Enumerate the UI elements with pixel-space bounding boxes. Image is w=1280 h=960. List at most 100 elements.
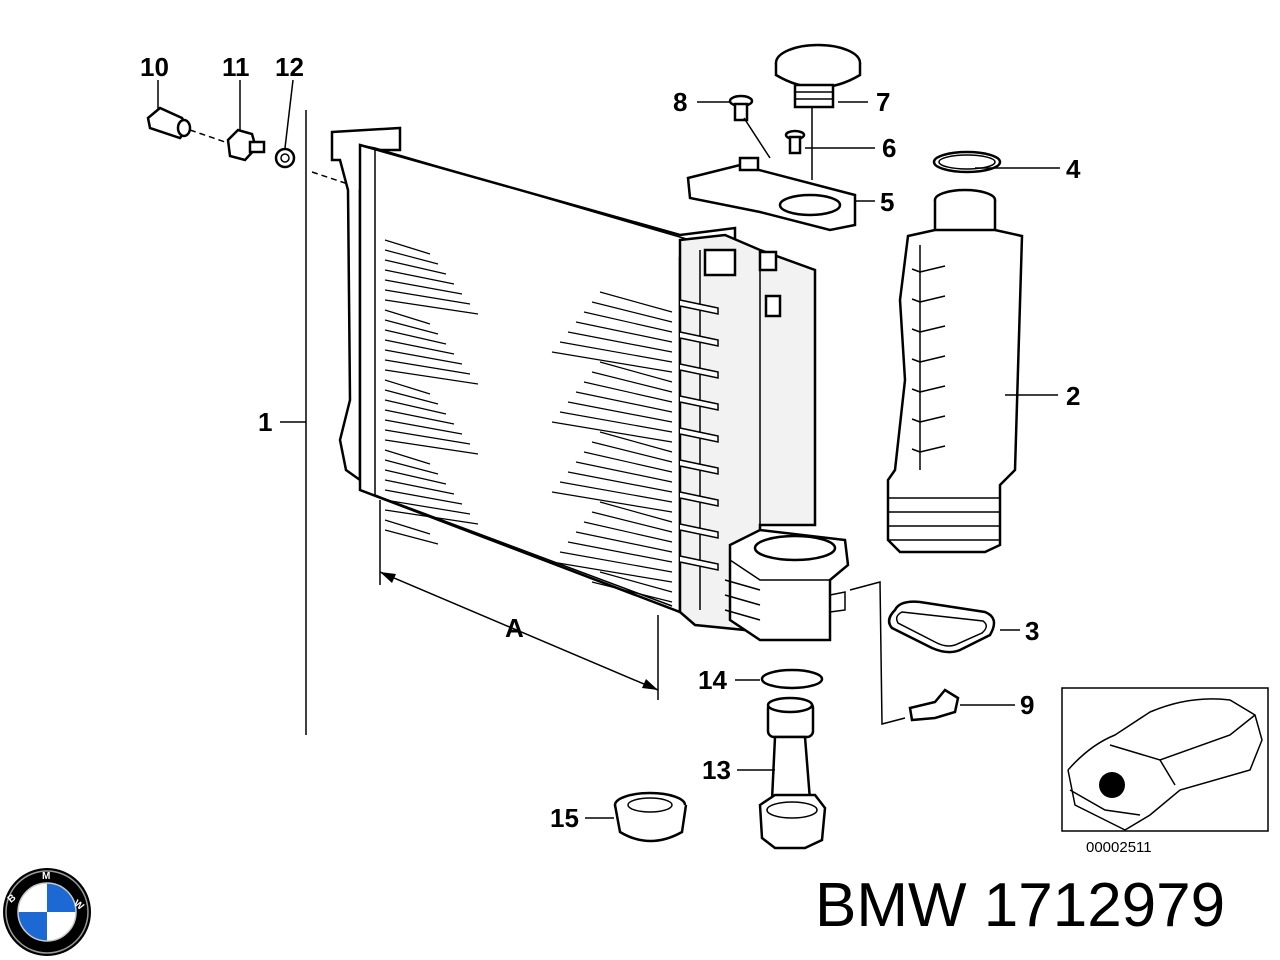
callout-14: 14	[698, 665, 727, 695]
screw-8-drawing	[728, 94, 754, 122]
fin-line	[551, 351, 673, 373]
expansion-tank-rib	[911, 265, 946, 273]
fin-line	[384, 279, 463, 295]
fin-line	[384, 459, 439, 475]
callout-10: 10	[140, 52, 169, 82]
fin-line	[591, 301, 673, 323]
fin-line	[384, 419, 463, 435]
fin-line	[384, 259, 447, 275]
callout-15: 15	[550, 803, 579, 833]
fin-line	[575, 531, 673, 553]
fin-line	[559, 551, 673, 573]
sensor-10-drawing	[146, 106, 192, 140]
fin-line	[599, 431, 673, 453]
callout-3: 3	[1025, 616, 1039, 646]
fin-line	[567, 471, 673, 493]
fin-line	[583, 381, 673, 403]
expansion-tank-rib	[911, 445, 946, 453]
leader-lines	[157, 79, 1060, 819]
fin-line	[575, 461, 673, 483]
tank-rib	[679, 363, 719, 379]
fin-line	[384, 369, 479, 385]
fin-line	[551, 491, 673, 513]
fin-line	[384, 379, 431, 395]
fin-line	[591, 581, 673, 603]
nut-15-drawing	[613, 791, 688, 843]
fin-line	[384, 359, 471, 375]
inset-image-number: 00002511	[1086, 839, 1152, 856]
expansion-tank-ribs	[911, 265, 946, 453]
fin-line	[384, 529, 439, 545]
fin-line	[384, 349, 463, 365]
fin-line	[384, 289, 471, 305]
expansion-tank-rib	[911, 355, 946, 363]
fin-line	[567, 331, 673, 353]
tank-rib	[679, 395, 719, 411]
radiator-drawing	[330, 126, 850, 642]
fin-line	[599, 501, 673, 523]
fin-line	[384, 389, 439, 405]
fin-line	[551, 421, 673, 443]
fin-line	[583, 451, 673, 473]
fin-line	[384, 249, 439, 265]
screw-6-drawing	[784, 129, 806, 155]
callout-11: 11	[222, 52, 250, 82]
tank-rib	[679, 299, 719, 315]
dimension-a: A	[379, 500, 659, 700]
callout-8: 8	[673, 87, 687, 117]
fin-line	[384, 449, 431, 465]
callout-13: 13	[702, 755, 731, 785]
bracket-drawing	[686, 156, 857, 232]
callout-4: 4	[1066, 154, 1081, 184]
car-locator-inset: 00002511	[1061, 687, 1269, 856]
fin-line	[384, 509, 479, 525]
fin-line	[599, 291, 673, 313]
fin-line	[384, 299, 479, 315]
tank-rib	[679, 491, 719, 507]
callout-6: 6	[882, 133, 896, 163]
part-title: BMW 1712979	[815, 871, 1226, 940]
fin-line	[583, 521, 673, 543]
fin-line	[559, 341, 673, 363]
fin-line	[384, 309, 431, 325]
expansion-tank-rib	[911, 415, 946, 423]
fin-line	[599, 361, 673, 383]
fin-line	[384, 409, 455, 425]
fin-line	[384, 519, 431, 535]
callout-9: 9	[1020, 690, 1034, 720]
washer-12-drawing	[274, 147, 296, 169]
fin-line	[575, 321, 673, 343]
fin-line	[384, 429, 471, 445]
cap-drawing	[774, 43, 862, 109]
fin-line	[384, 469, 447, 485]
expansion-tank-rib	[911, 325, 946, 333]
callout-1: 1	[258, 407, 272, 437]
part-13-drawing	[758, 696, 827, 850]
fin-line	[567, 401, 673, 423]
callout-12: 12	[275, 52, 304, 82]
expansion-tank-rib	[911, 385, 946, 393]
fin-line	[384, 269, 455, 285]
fin-line	[591, 441, 673, 463]
tank-rib	[679, 523, 719, 539]
tank-rib	[679, 555, 719, 571]
fin-line	[384, 499, 471, 515]
dimension-a-label: A	[505, 613, 524, 643]
seal-ring-14-drawing	[760, 668, 824, 690]
expansion-tank-drawing	[886, 188, 1024, 554]
tank-rib	[679, 331, 719, 347]
fin-line	[384, 439, 479, 455]
gasket-3-drawing	[887, 600, 996, 654]
bmw-logo: B M W	[3, 868, 91, 956]
callout-5: 5	[880, 187, 894, 217]
fin-line	[384, 319, 439, 335]
fin-line	[551, 561, 673, 583]
tank-ribs	[679, 299, 719, 571]
callout-2: 2	[1066, 381, 1080, 411]
fitting-11-drawing	[226, 128, 266, 162]
radiator-core-fins	[384, 239, 673, 603]
tank-rib	[679, 459, 719, 475]
fin-line	[575, 391, 673, 413]
fin-line	[384, 329, 447, 345]
